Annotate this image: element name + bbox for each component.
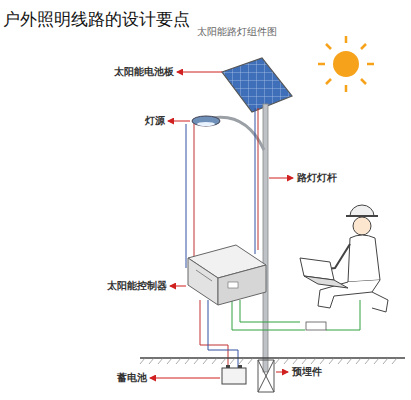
callout-label: 太阳能控制器	[106, 279, 168, 293]
battery	[222, 365, 246, 384]
page-title: 户外照明线路的设计要点	[2, 8, 191, 31]
lamp-pole	[263, 104, 268, 372]
lamp-head	[192, 116, 220, 126]
diagram-header: 太阳能路灯组件图	[196, 25, 278, 39]
callout-label: 蓄电池	[116, 371, 148, 385]
leader-lines	[150, 72, 293, 378]
connector-box	[306, 322, 326, 330]
callout-label: 太阳能电池板	[113, 65, 175, 79]
sun	[318, 36, 374, 92]
wires	[186, 108, 360, 368]
callout-label: 预埋件	[291, 365, 323, 379]
technician	[300, 205, 388, 312]
embedded-base	[258, 360, 274, 392]
callout-label: 灯源	[144, 114, 166, 128]
ground-line	[140, 357, 405, 359]
solar-panel	[222, 58, 292, 112]
ground-hatch	[140, 358, 397, 364]
callout-label: 路灯灯杆	[296, 171, 338, 185]
controller	[188, 245, 266, 305]
